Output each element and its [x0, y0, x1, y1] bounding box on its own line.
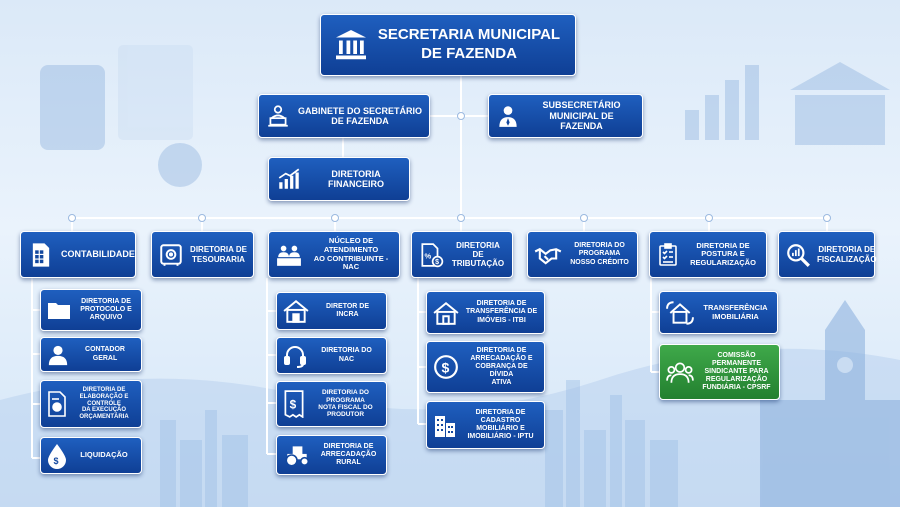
department-contabilidade[interactable]: CONTABILIDADE [20, 231, 136, 278]
contabilidade-item-protocolo[interactable]: DIRETORIA DE PROTOCOLO E ARQUIVO [40, 289, 142, 331]
calculator-illustration [40, 45, 202, 187]
headset-icon [283, 344, 307, 368]
tributacao-item-itbi[interactable]: DIRETORIA DE TRANSFERÊNCIA DE IMÓVEIS - … [426, 291, 545, 334]
junction-dot [68, 214, 76, 222]
group-people-icon [666, 359, 694, 385]
contabilidade-item-contador[interactable]: CONTADOR GERAL [40, 337, 142, 372]
item-label: LIQUIDAÇÃO [80, 450, 128, 460]
item-label: DIRETORIA DE TRANSFERÊNCIA DE IMÓVEIS - … [465, 300, 538, 324]
growth-chart-illustration [685, 62, 890, 145]
department-tesouraria[interactable]: DIRETORIA DE TESOURARIA [151, 231, 254, 278]
department-label: DIRETORIA DE TRIBUTAÇÃO [451, 240, 505, 269]
item-label: TRANSFERÊNCIA IMOBILIÁRIA [703, 302, 768, 321]
nac-item-nota-fiscal[interactable]: $ DIRETORIA DO PROGRAMA NOTA FISCAL DO P… [276, 381, 387, 427]
department-fiscalizacao[interactable]: DIRETORIA DE FISCALIZAÇÃO [778, 231, 877, 278]
calculator-document-icon [27, 241, 55, 269]
department-tributacao[interactable]: %$ DIRETORIA DE TRIBUTAÇÃO [411, 231, 513, 278]
magnifier-chart-icon [785, 242, 811, 268]
bank-building-icon [333, 27, 369, 63]
tax-document-icon: %$ [418, 241, 444, 269]
department-nosso-credito[interactable]: DIRETORIA DO PROGRAMA NOSSO CRÉDITO [527, 231, 638, 278]
department-label: NÚCLEO DE ATENDIMENTO AO CONTRIBUINTE - … [313, 236, 389, 272]
item-label: DIRETORIA DE ARRECADAÇÃO RURAL [320, 442, 377, 467]
department-label: DIRETORIA DE TESOURARIA [190, 245, 247, 264]
junction-dot [580, 214, 588, 222]
secretaria-box[interactable]: SECRETARIA MUNICIPAL DE FAZENDA [320, 14, 576, 76]
nac-item-diretoria-nac[interactable]: DIRETORIA DO NAC [276, 337, 387, 374]
nac-item-incra[interactable]: DIRETOR DE INCRA [276, 292, 387, 330]
tractor-icon [283, 443, 311, 467]
item-label: DIRETOR DE INCRA [325, 302, 370, 318]
folder-icon [47, 300, 71, 320]
handshake-icon [534, 244, 562, 266]
svg-text:$: $ [441, 359, 449, 375]
house-transfer-icon [666, 300, 694, 326]
safe-icon [158, 242, 184, 268]
department-nac[interactable]: NÚCLEO DE ATENDIMENTO AO CONTRIBUINTE - … [268, 231, 400, 278]
subsecretario-box[interactable]: SUBSECRETÁRIO MUNICIPAL DE FAZENDA [488, 94, 643, 138]
gabinete-box[interactable]: GABINETE DO SECRETÁRIO DE FAZENDA [258, 94, 430, 138]
contabilidade-item-liquidacao[interactable]: $ LIQUIDAÇÃO [40, 437, 142, 474]
church-illustration [760, 300, 900, 507]
receipt-icon: $ [283, 390, 305, 418]
item-label: DIRETORIA DE ARRECADAÇÃO E COBRANÇA DE D… [470, 346, 533, 387]
farmhouse-icon [283, 299, 309, 323]
report-document-icon [47, 391, 67, 417]
subsecretario-label: SUBSECRETÁRIO MUNICIPAL DE FAZENDA [542, 100, 621, 132]
item-label: DIRETORIA DO PROGRAMA NOTA FISCAL DO PRO… [318, 389, 373, 419]
person-at-laptop-icon [265, 103, 291, 129]
department-label: DIRETORIA DO PROGRAMA NOSSO CRÉDITO [570, 242, 629, 266]
junction-dot [457, 112, 465, 120]
secretaria-title: SECRETARIA MUNICIPAL DE FAZENDA [377, 26, 561, 62]
item-label: COMISSÃO PERMANENTE SINDICANTE PARA REGU… [702, 351, 771, 392]
item-label: DIRETORIA DO NAC [321, 347, 372, 363]
department-postura[interactable]: DIRETORIA DE POSTURA E REGULARIZAÇÃO [649, 231, 767, 278]
money-drop-icon: $ [47, 443, 67, 469]
item-label: DIRETORIA DE ELABORAÇÃO E CONTROLE DA EX… [79, 386, 129, 421]
department-label: CONTABILIDADE [61, 249, 135, 260]
businessman-icon [495, 103, 521, 129]
department-label: DIRETORIA DE FISCALIZAÇÃO [817, 245, 877, 264]
svg-text:$: $ [54, 456, 59, 466]
financeiro-label: DIRETORIA FINANCEIRO [328, 168, 384, 189]
item-label: DIRETORIA DE CADASTRO MOBILIÁRIO E IMOBI… [467, 408, 534, 441]
postura-item-transferencia[interactable]: TRANSFERÊNCIA IMOBILIÁRIA [659, 291, 778, 334]
nac-item-arrecadacao-rural[interactable]: DIRETORIA DE ARRECADAÇÃO RURAL [276, 435, 387, 475]
tributacao-item-divida-ativa[interactable]: $ DIRETORIA DE ARRECADAÇÃO E COBRANÇA DE… [426, 341, 545, 393]
gabinete-label: GABINETE DO SECRETÁRIO DE FAZENDA [297, 105, 422, 126]
item-label: DIRETORIA DE PROTOCOLO E ARQUIVO [80, 297, 132, 322]
junction-dot [331, 214, 339, 222]
growth-chart-icon [275, 166, 303, 192]
checklist-icon [656, 241, 680, 269]
contabilidade-item-orcamentaria[interactable]: DIRETORIA DE ELABORAÇÃO E CONTROLE DA EX… [40, 380, 142, 428]
person-icon [47, 344, 69, 366]
financeiro-box[interactable]: DIRETORIA FINANCEIRO [268, 157, 410, 201]
junction-dot [705, 214, 713, 222]
dollar-coin-icon: $ [433, 354, 459, 380]
junction-dot [457, 214, 465, 222]
item-label: CONTADOR GERAL [85, 346, 125, 362]
department-label: DIRETORIA DE POSTURA E REGULARIZAÇÃO [690, 240, 756, 267]
tributacao-item-iptu[interactable]: DIRETORIA DE CADASTRO MOBILIÁRIO E IMOBI… [426, 401, 545, 449]
postura-item-cpsrf[interactable]: COMISSÃO PERMANENTE SINDICANTE PARA REGU… [659, 344, 780, 400]
buildings-icon [433, 412, 457, 438]
junction-dot [198, 214, 206, 222]
svg-text:$: $ [435, 259, 439, 266]
svg-text:$: $ [290, 397, 297, 411]
junction-dot [823, 214, 831, 222]
svg-text:%: % [425, 251, 432, 260]
house-icon [433, 301, 459, 325]
service-desk-icon [275, 242, 303, 268]
